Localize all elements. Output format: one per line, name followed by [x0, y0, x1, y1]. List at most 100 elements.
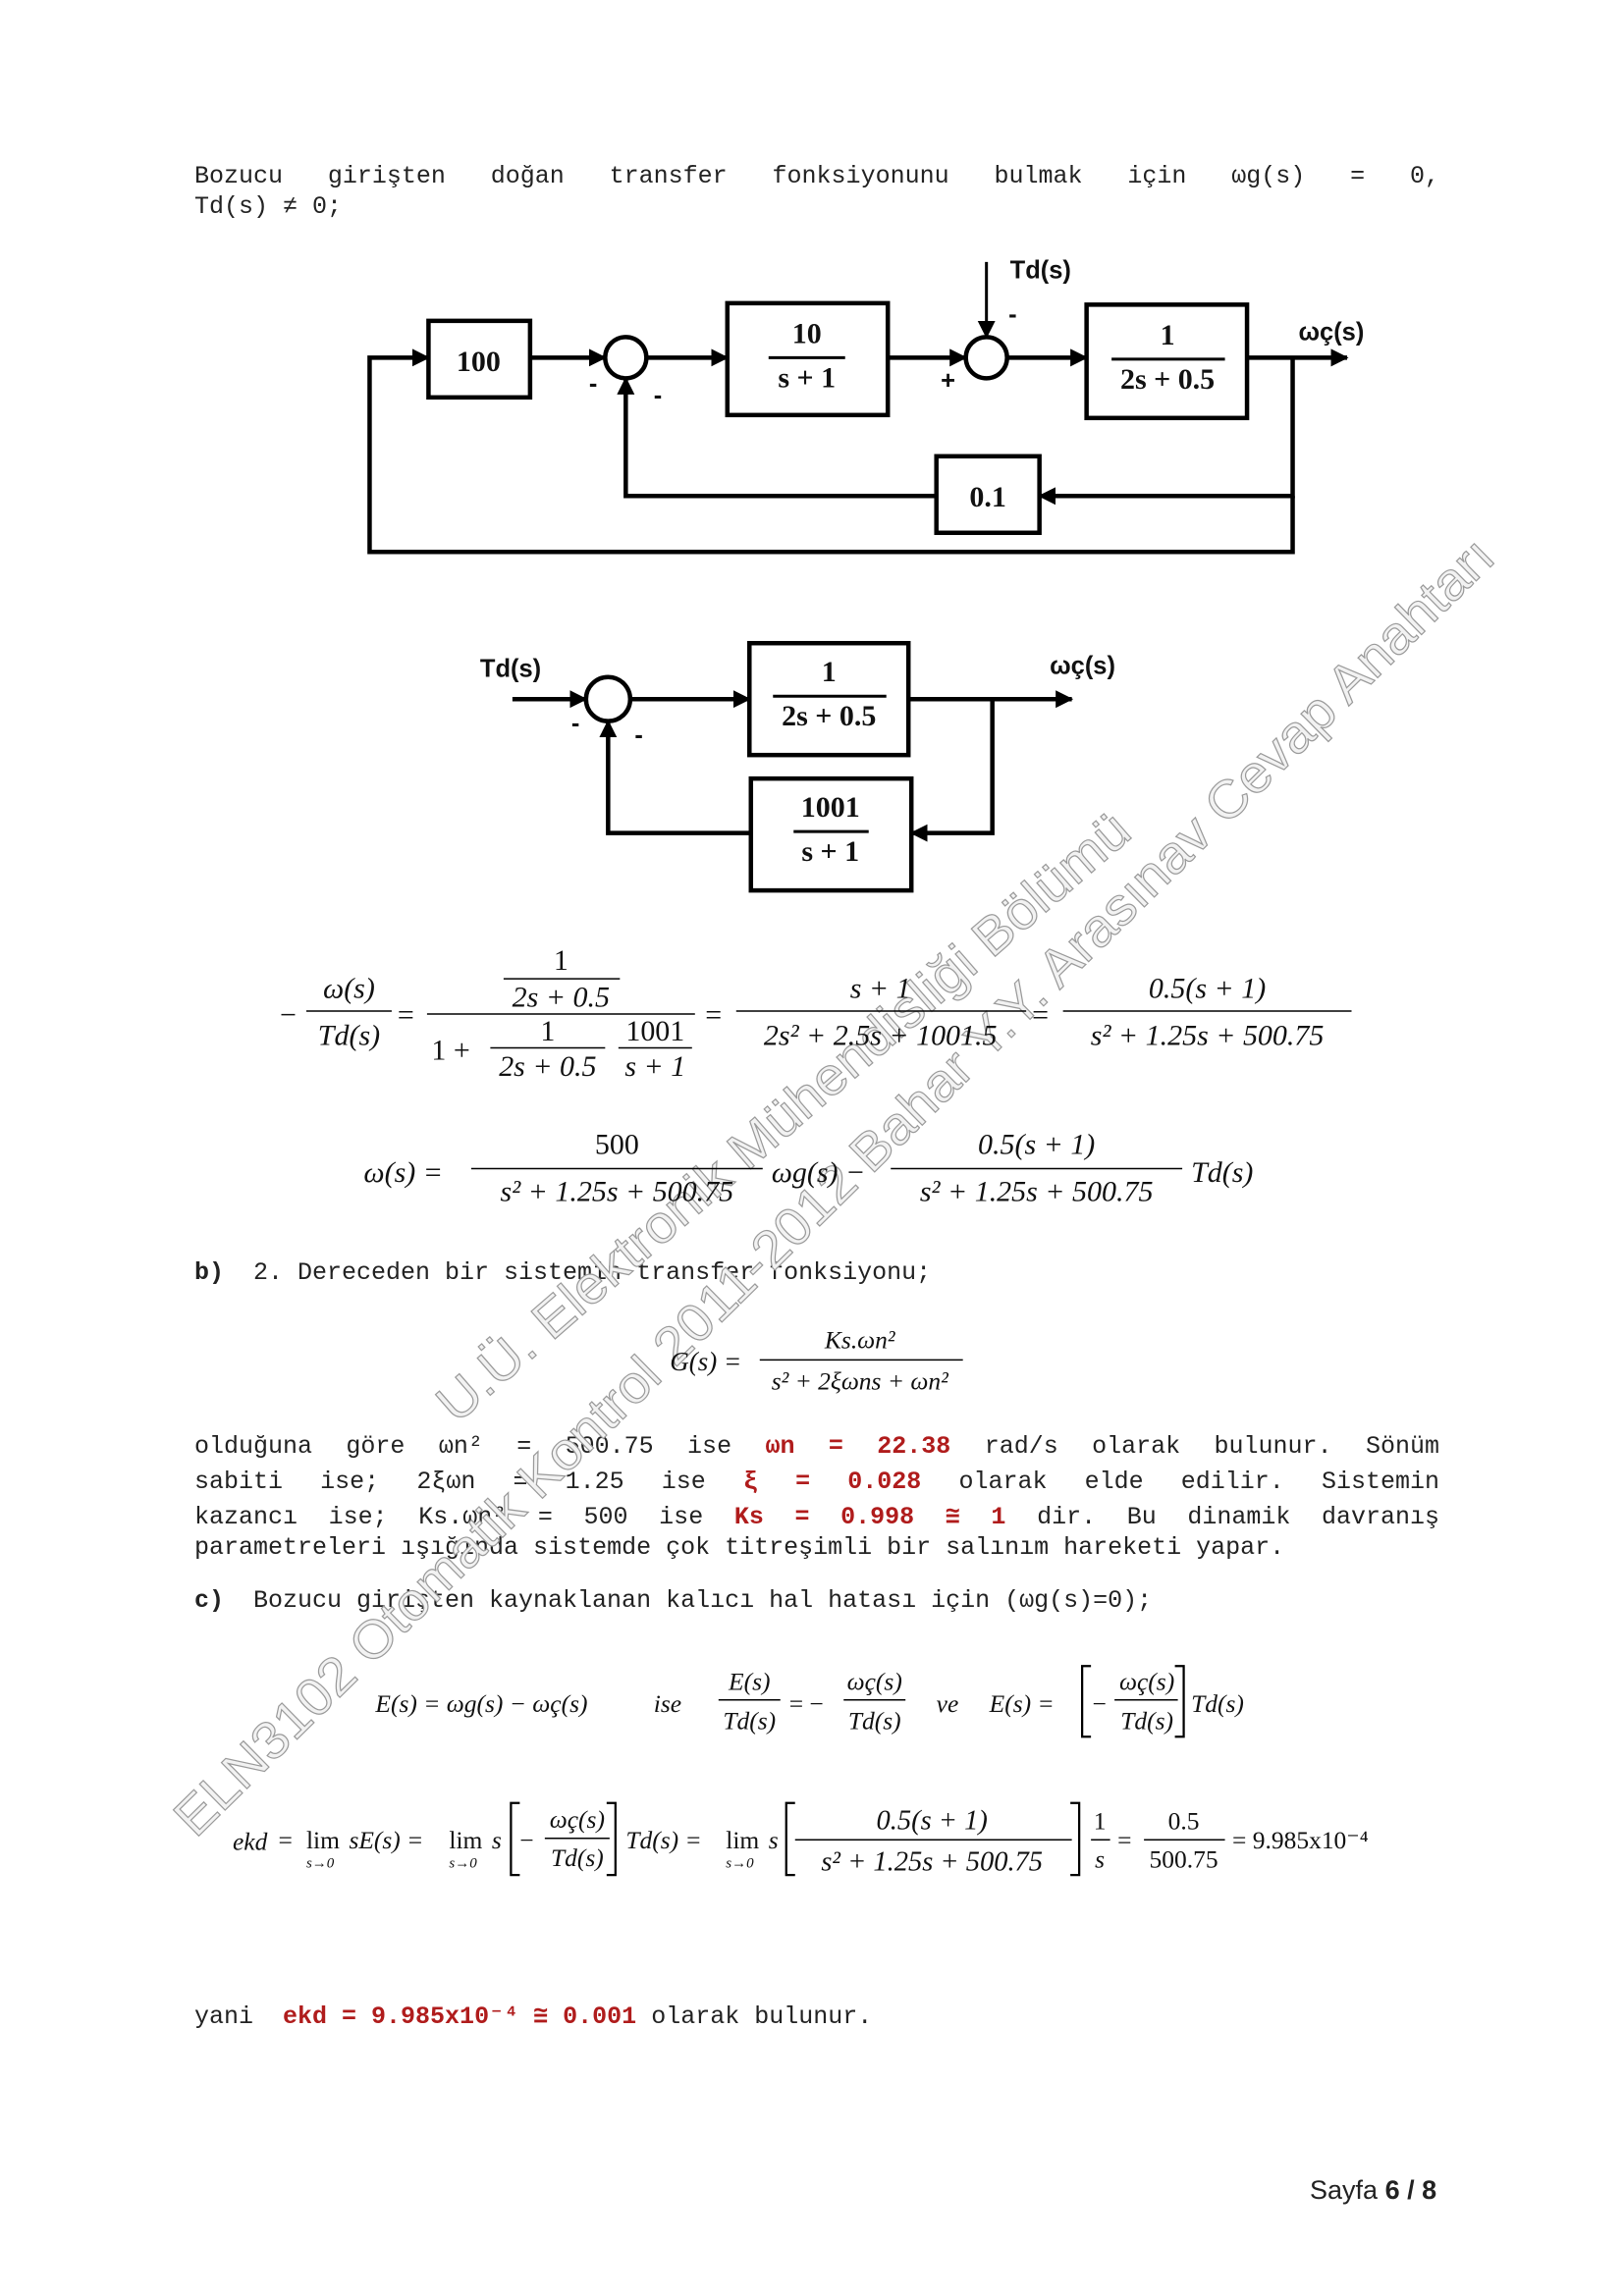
- text: ωg(s) −: [772, 1156, 865, 1189]
- lim: lim: [449, 1826, 482, 1854]
- part-c-label: c): [194, 1586, 224, 1615]
- numerator: 1: [554, 944, 568, 977]
- denominator: s + 1: [624, 1050, 685, 1083]
- denominator: Td(s): [318, 1020, 380, 1052]
- brackets: [1081, 1665, 1185, 1738]
- text: rad/s olarak bulunur. Sönüm: [984, 1432, 1439, 1461]
- paragraph-line-2: sabiti ise; 2ξωn = 1.25 ise ξ = 0.028 ol…: [194, 1465, 1439, 1500]
- equals: =: [1032, 999, 1049, 1032]
- h-denominator: s + 1: [801, 835, 859, 868]
- summing-junction-2: [963, 335, 1009, 381]
- signal-lines: [367, 261, 1349, 555]
- part-c-marker: c): [194, 1586, 225, 1615]
- disturbance-label: Td(s): [1010, 256, 1071, 284]
- page-number: 6 / 8: [1384, 2175, 1437, 2205]
- g-denominator: 2s + 0.5: [782, 700, 876, 732]
- text: yani: [194, 2002, 254, 2031]
- lhs: ω(s) =: [363, 1156, 443, 1189]
- minus: −: [1093, 1689, 1107, 1718]
- damping-result: ξ = 0.028: [742, 1468, 922, 1496]
- final-line: yani ekd = 9.985x10⁻⁴ ≅ 0.001 olarak bul…: [194, 2001, 872, 2031]
- equation-1: − ω(s) Td(s) = 1 2s + 0.5 1 + 1 2s + 0.5…: [280, 944, 1352, 1083]
- numerator: Ks.ωn²: [824, 1325, 895, 1354]
- text: Td(s) =: [625, 1826, 701, 1854]
- final-result: ekd = 9.985x10⁻⁴ ≅ 0.001: [283, 2002, 637, 2031]
- lim-sub: s→0: [306, 1856, 335, 1872]
- text: olduğuna göre ωn² = 500.75 ise: [194, 1432, 732, 1461]
- block-diagram-2-labels: Td(s) ωç(s) - - 1 2s + 0.5 1001 s + 1: [480, 653, 1115, 868]
- denominator: Td(s): [848, 1707, 901, 1735]
- denominator: s² + 1.25s + 500.75: [1091, 1020, 1325, 1052]
- g1-numerator: 10: [792, 317, 822, 349]
- transfer-function-g: G(s) = Ks.ωn² s² + 2ξωns + ωn²: [670, 1325, 963, 1395]
- brackets: [785, 1801, 1081, 1877]
- denominator: Td(s): [1120, 1707, 1173, 1735]
- numerator: 0.5(s + 1): [877, 1806, 988, 1837]
- paragraph-line-1: olduğuna göre ωn² = 500.75 ise ωn = 22.3…: [194, 1429, 1439, 1465]
- minus: −: [280, 999, 297, 1032]
- g2-denominator: 2s + 0.5: [1120, 363, 1215, 396]
- intro-line-2: Td(s) ≠ 0;: [194, 192, 343, 221]
- denominator: Td(s): [723, 1707, 776, 1735]
- denominator: 2s + 0.5: [499, 1050, 596, 1083]
- numerator: ω(s): [323, 973, 375, 1005]
- lim: lim: [306, 1826, 340, 1854]
- text: ise: [654, 1689, 681, 1718]
- output-label: ωç(s): [1299, 318, 1365, 346]
- numerator: 500: [595, 1128, 639, 1160]
- omega-n-result: ωn = 22.38: [765, 1432, 951, 1461]
- text: sE(s) =: [349, 1826, 423, 1854]
- text: olarak elde edilir. Sistemin: [958, 1468, 1439, 1496]
- denominator: 2s + 0.5: [513, 982, 610, 1014]
- denominator: s² + 1.25s + 500.75: [821, 1847, 1043, 1878]
- sign: -: [634, 721, 642, 749]
- part-b-marker: b): [194, 1258, 225, 1287]
- block-diagram-1-labels: 100 10 s + 1 1 2s + 0.5 0.1 Td(s) ωç(s) …: [457, 256, 1364, 512]
- block-diagram-2: [512, 640, 1074, 893]
- output-label: ωç(s): [1050, 653, 1115, 680]
- text: 1 +: [431, 1035, 469, 1067]
- denominator: 500.75: [1150, 1845, 1218, 1874]
- s: s: [492, 1826, 502, 1854]
- signal-lines: [512, 690, 1074, 842]
- sign: -: [654, 382, 662, 409]
- lim-sub: s→0: [449, 1856, 477, 1872]
- denominator: 2s² + 2.5s + 1001.5: [764, 1020, 998, 1052]
- denominator: s: [1095, 1845, 1105, 1874]
- g1-denominator: s + 1: [778, 361, 836, 394]
- h-numerator: 1001: [801, 791, 860, 824]
- numerator: 1: [1094, 1807, 1107, 1836]
- feedback-gain: 0.1: [969, 481, 1005, 513]
- numerator: s + 1: [850, 973, 911, 1005]
- block-diagram-1: [367, 261, 1349, 555]
- text: olarak bulunur.: [651, 2002, 873, 2031]
- footer-label: Sayfa: [1310, 2175, 1379, 2205]
- numerator: E(s): [728, 1667, 770, 1695]
- paragraph-line-3: kazancı ise; Ks.ωn² = 500 ise Ks = 0.998…: [194, 1500, 1439, 1535]
- intro-omega-g: ωg(s) = 0,: [1231, 162, 1439, 190]
- intro-line-1: Bozucu girişten doğan transfer fonksiyon…: [194, 159, 1439, 194]
- intro-text: Bozucu girişten doğan transfer fonksiyon…: [194, 162, 1187, 190]
- numerator: 0.5(s + 1): [978, 1128, 1095, 1160]
- text: Td(s): [1191, 1156, 1253, 1189]
- lim: lim: [726, 1826, 759, 1854]
- s: s: [769, 1826, 779, 1854]
- equals: =: [705, 999, 722, 1032]
- ekd: ekd: [233, 1828, 268, 1856]
- numerator: 0.5(s + 1): [1149, 973, 1266, 1005]
- minus: −: [519, 1826, 533, 1854]
- watermark-line-2: U.Ü. Elektronik Mühendisliği Bölümü: [425, 800, 1142, 1433]
- denominator: Td(s): [551, 1843, 604, 1872]
- text: E(s) =: [989, 1689, 1055, 1718]
- g2-numerator: 1: [1161, 319, 1175, 351]
- g-numerator: 1: [822, 656, 837, 688]
- denominator: s² + 1.25s + 500.75: [920, 1175, 1154, 1207]
- text: kazancı ise; Ks.ωn² = 500 ise: [194, 1503, 704, 1531]
- sign: -: [589, 370, 597, 398]
- lim-sub: s→0: [726, 1856, 754, 1872]
- gain-result: Ks = 0.998 ≅ 1: [733, 1503, 1006, 1531]
- summing-junction-1: [603, 335, 649, 381]
- pre-gain-value: 100: [457, 346, 501, 378]
